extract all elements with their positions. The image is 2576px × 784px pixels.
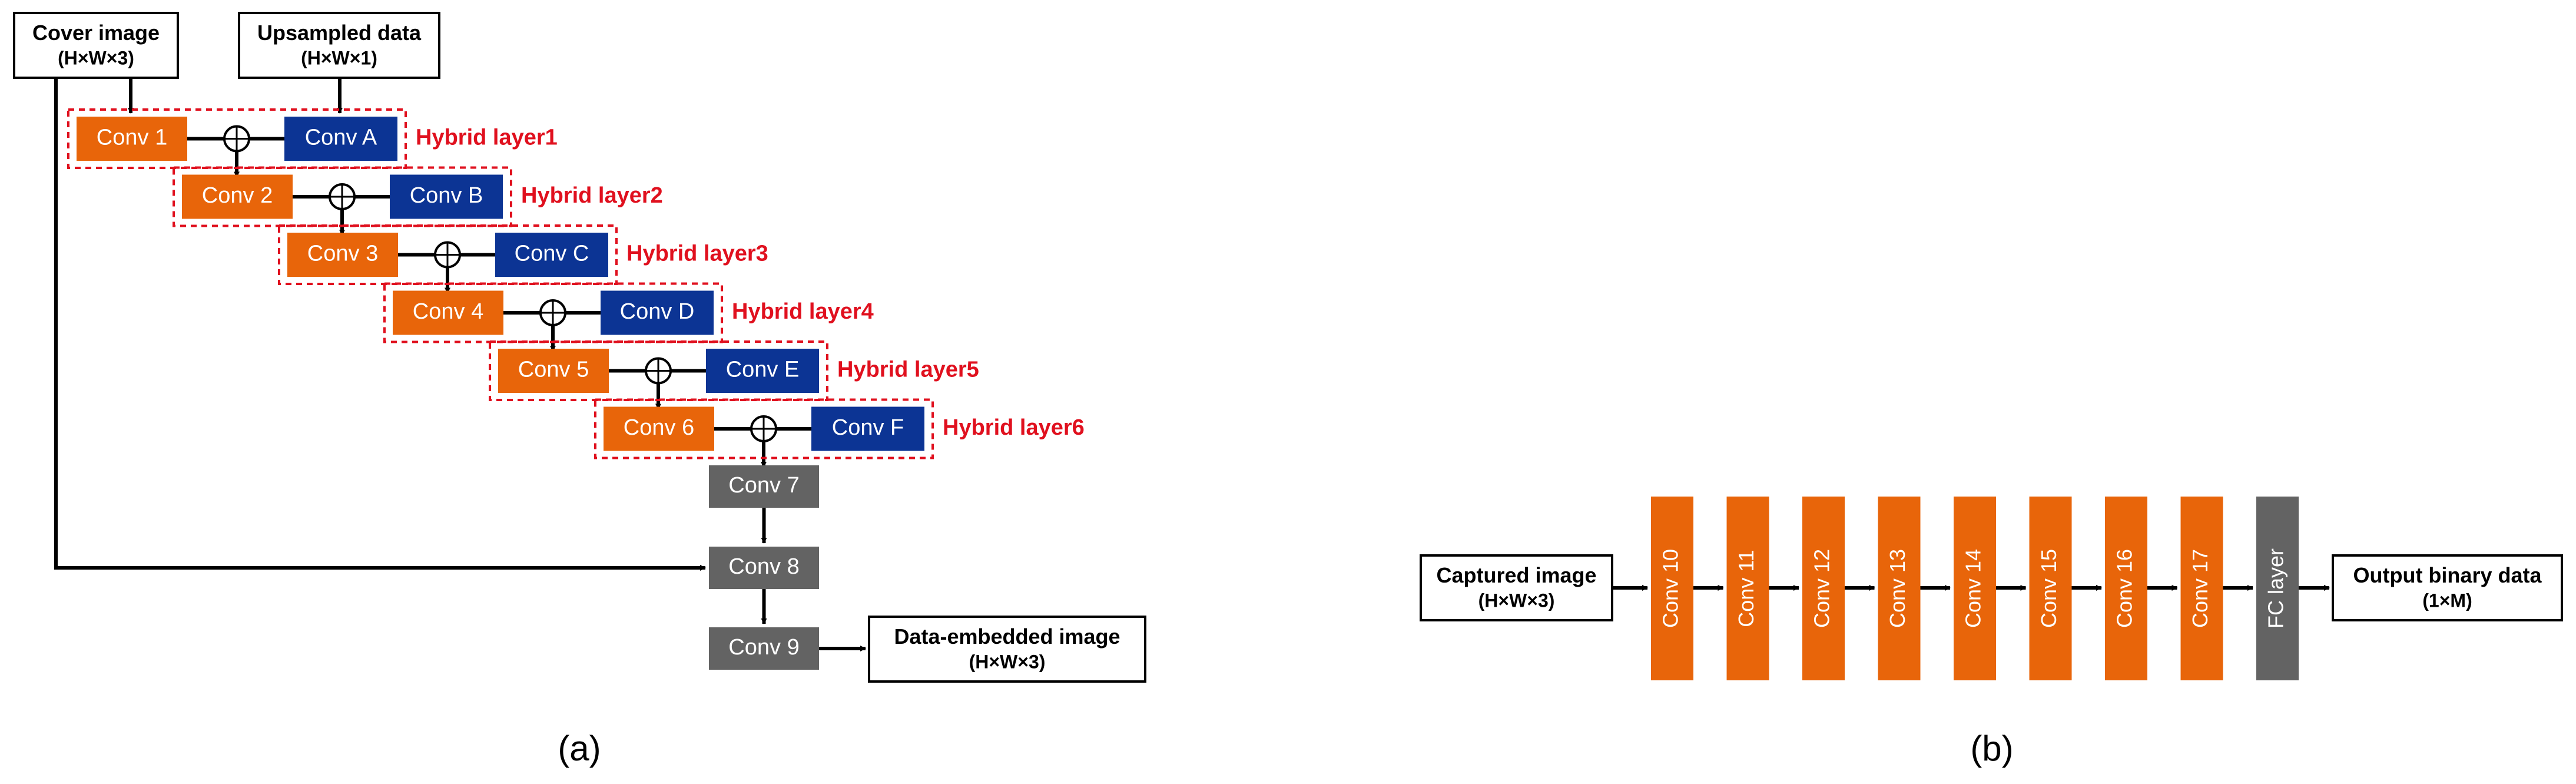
layer-b-label-3: Conv 12	[1810, 549, 1834, 628]
layer-b-box-9	[2256, 497, 2299, 680]
layer-b-box-6	[2029, 497, 2072, 680]
layer-b-label-5: Conv 14	[1961, 549, 1985, 628]
conv-left-label-6: Conv 6	[624, 415, 694, 440]
tail-conv-box-8	[709, 547, 819, 589]
conv-left-box-2	[182, 174, 293, 219]
hybrid-layer-label-1: Hybrid layer1	[416, 125, 558, 150]
layer-b-box-4	[1878, 497, 1921, 680]
layer-b-box-1	[1651, 497, 1693, 680]
panel-b-caption: (b)	[1970, 729, 2013, 768]
conv-left-box-1	[77, 117, 187, 161]
output-binary-data-box	[2332, 554, 2563, 621]
conv-left-label-2: Conv 2	[202, 183, 273, 208]
captured-image-box-line1: Captured image	[1436, 563, 1596, 587]
hybrid-layer-frame-4	[383, 282, 723, 343]
layer-b-box-3	[1802, 497, 1845, 680]
tail-conv-box-7	[709, 465, 819, 508]
conv-right-box-1	[284, 117, 397, 161]
hybrid-layer-label-2: Hybrid layer2	[521, 183, 663, 208]
upsampled-data-box	[238, 12, 440, 79]
conv-left-box-5	[498, 349, 609, 393]
conv-right-label-5: Conv E	[726, 358, 800, 382]
conv-right-label-1: Conv A	[305, 125, 377, 150]
data-embedded-image-box	[868, 616, 1146, 683]
captured-image-box-line2: (H×W×3)	[1478, 590, 1555, 611]
data-embedded-image-box-line1: Data-embedded image	[894, 624, 1120, 649]
tail-conv-label-7: Conv 7	[728, 473, 799, 498]
hybrid-layer-frame-3	[278, 224, 618, 285]
conv-right-label-4: Conv D	[620, 299, 695, 324]
hybrid-layer-frame-5	[489, 340, 828, 401]
panel-a-caption: (a)	[558, 729, 601, 768]
conv-left-box-6	[604, 406, 714, 451]
hybrid-layer-frame-6	[594, 398, 934, 459]
conv-right-box-3	[495, 233, 608, 277]
hybrid-layer-label-4: Hybrid layer4	[732, 299, 874, 324]
upsampled-data-box-line2: (H×W×1)	[301, 48, 377, 69]
conv-left-label-1: Conv 1	[97, 125, 167, 150]
layer-b-label-4: Conv 13	[1885, 549, 1909, 628]
tail-conv-label-9: Conv 9	[728, 635, 799, 660]
layer-b-box-5	[1954, 497, 1996, 680]
conv-right-label-2: Conv B	[410, 183, 483, 208]
cover-image-box-line2: (H×W×3)	[58, 48, 134, 69]
captured-image-box	[1420, 554, 1613, 621]
output-binary-data-box-line2: (1×M)	[2422, 590, 2472, 611]
conv-right-box-4	[601, 290, 714, 335]
output-binary-data-box-line1: Output binary data	[2353, 563, 2542, 587]
layer-b-label-2: Conv 11	[1734, 550, 1758, 627]
hybrid-layer-frame-2	[173, 166, 512, 227]
hybrid-layer-label-5: Hybrid layer5	[837, 358, 979, 382]
conv-left-box-3	[287, 233, 398, 277]
conv-left-box-4	[393, 290, 503, 335]
conv-right-box-2	[390, 174, 503, 219]
layer-b-label-7: Conv 16	[2113, 549, 2137, 628]
cover-image-box-line1: Cover image	[32, 21, 160, 45]
hybrid-layer-frame-1	[67, 108, 407, 169]
cover-skip-connection-arrow	[54, 78, 706, 571]
data-embedded-image-box-line2: (H×W×3)	[969, 651, 1046, 673]
layer-b-label-1: Conv 10	[1659, 549, 1683, 628]
cover-image-box	[13, 12, 179, 79]
layer-b-box-2	[1726, 497, 1769, 680]
conv-left-label-3: Conv 3	[307, 242, 378, 266]
layer-b-label-6: Conv 15	[2037, 549, 2061, 628]
layer-b-box-8	[2180, 497, 2223, 680]
conv-right-label-3: Conv C	[515, 242, 589, 266]
layer-b-label-8: Conv 17	[2188, 549, 2212, 628]
hybrid-layer-label-6: Hybrid layer6	[943, 415, 1085, 440]
conv-left-label-4: Conv 4	[413, 299, 483, 324]
layer-b-box-7	[2105, 497, 2147, 680]
conv-right-box-6	[811, 406, 924, 451]
conv-left-label-5: Conv 5	[518, 358, 589, 382]
tail-conv-label-8: Conv 8	[728, 554, 799, 579]
conv-right-box-5	[706, 349, 819, 393]
upsampled-data-box-line1: Upsampled data	[257, 21, 422, 45]
layer-b-label-9: FC layer	[2264, 548, 2288, 628]
conv-right-label-6: Conv F	[832, 415, 904, 440]
hybrid-layer-label-3: Hybrid layer3	[626, 242, 768, 266]
tail-conv-box-9	[709, 627, 819, 670]
